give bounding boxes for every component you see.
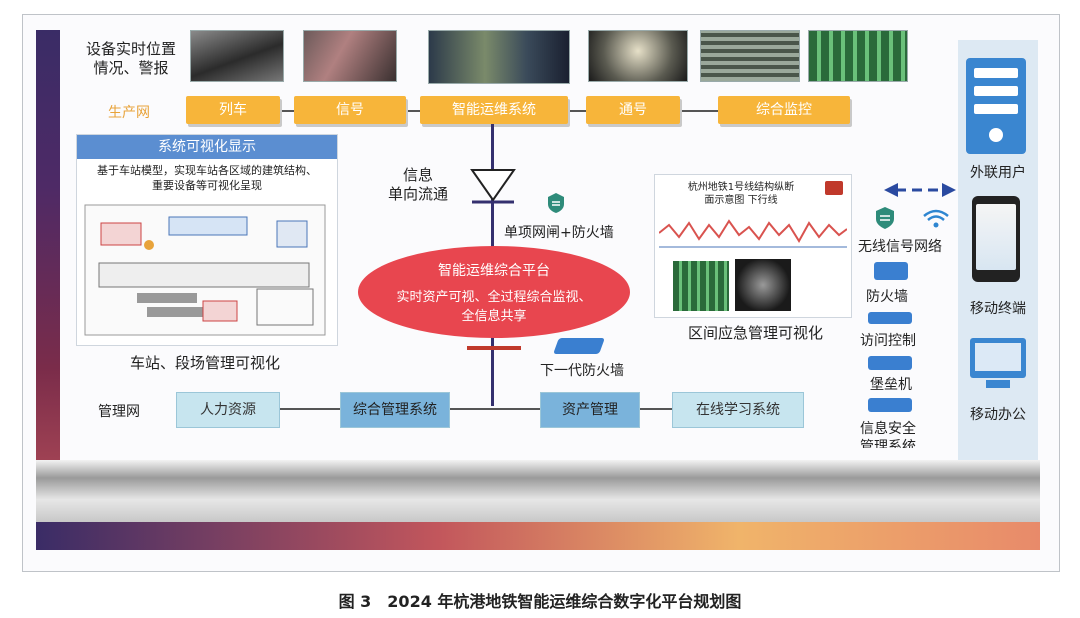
flow-label-line2: 单向流通 — [388, 185, 449, 203]
gateway-label: 单项网闸+防火墙 — [504, 225, 614, 241]
section-header-line1: 杭州地铁1号线结构纵断 — [687, 182, 795, 193]
section-panel-header: 杭州地铁1号线结构纵断 面示意图 下行线 — [655, 175, 851, 207]
wireless-label: 无线信号网络 — [858, 239, 942, 255]
management-net-line — [176, 408, 776, 410]
platform-line2: 全信息共享 — [461, 309, 527, 324]
flow-label-line1: 信息 — [403, 166, 434, 184]
section-thumb-2 — [735, 259, 791, 311]
security-bastion-label: 堡垒机 — [870, 377, 912, 393]
external-user-label: 外联用户 — [970, 165, 1026, 181]
platform-line1: 实时资产可视、全过程综合监视、 — [396, 290, 592, 305]
next-firewall-label: 下一代防火墙 — [540, 363, 624, 379]
section-thumb-1 — [673, 261, 729, 311]
section-header-line2: 面示意图 下行线 — [704, 195, 778, 206]
mobile-phone-icon — [972, 196, 1020, 282]
bottom-band-3 — [36, 522, 1040, 550]
station-visual-caption: 车站、段场管理可视化 — [130, 354, 281, 372]
management-net-label: 管理网 — [98, 404, 140, 420]
node-om-system: 智能运维系统 — [420, 96, 568, 124]
camera-thumb-2 — [303, 30, 397, 82]
firewall-device-icon — [553, 338, 605, 354]
station-floorplan — [84, 204, 326, 336]
bottom-band-2 — [36, 500, 1040, 522]
device-label-line2: 情况、警报 — [93, 59, 169, 77]
node-management-system: 综合管理系统 — [340, 392, 450, 428]
camera-thumb-6 — [808, 30, 908, 82]
section-visual-caption: 区间应急管理可视化 — [688, 324, 824, 342]
firewall-marker — [467, 346, 521, 350]
shield-icon — [876, 207, 894, 229]
platform-title: 智能运维综合平台 — [438, 263, 550, 279]
node-online-learning: 在线学习系统 — [672, 392, 804, 428]
section-profile-chart — [659, 219, 847, 248]
mobile-terminal-label: 移动终端 — [970, 301, 1026, 317]
server-icon — [966, 58, 1026, 154]
security-access-label: 访问控制 — [860, 333, 916, 349]
double-arrow-icon — [884, 183, 956, 197]
device-location-label: 设备实时位置 情况、警报 — [86, 40, 176, 78]
camera-thumb-5 — [700, 30, 800, 82]
monitor-icon — [970, 338, 1026, 378]
security-firewall-label: 防火墙 — [866, 289, 908, 305]
panel-desc-line1: 基于车站模型，实现车站各区域的建筑结构、 — [97, 164, 317, 177]
production-net-label: 生产网 — [108, 105, 150, 121]
infosec-icon — [868, 398, 912, 412]
panel-desc-line2: 重要设备等可视化呈现 — [152, 179, 262, 192]
node-signal: 信号 — [294, 96, 406, 124]
station-visual-panel: 系统可视化显示 基于车站模型，实现车站各区域的建筑结构、 重要设备等可视化呈现 — [76, 134, 338, 346]
section-visual-panel: 杭州地铁1号线结构纵断 面示意图 下行线 — [654, 174, 852, 318]
figure-caption: 图 3 2024 年杭港地铁智能运维综合数字化平台规划图 — [338, 592, 742, 611]
camera-thumb-1 — [190, 30, 284, 82]
monitor-stand-icon — [986, 380, 1010, 388]
node-train: 列车 — [186, 96, 280, 124]
security-infosec-label: 信息安全 — [860, 421, 916, 437]
firewall-icon — [874, 262, 908, 280]
camera-thumb-4 — [588, 30, 688, 82]
device-label-line1: 设备实时位置 — [86, 40, 177, 58]
shield-icon — [548, 193, 564, 213]
access-control-icon — [868, 312, 912, 324]
node-asset-management: 资产管理 — [540, 392, 640, 428]
security-mgmt-label: 管理系统 — [860, 439, 916, 448]
node-comm: 通号 — [586, 96, 680, 124]
wifi-icon — [923, 209, 949, 228]
metro-logo — [825, 181, 843, 195]
bottom-band-1 — [36, 460, 1040, 500]
node-hr: 人力资源 — [176, 392, 280, 428]
bastion-icon — [868, 356, 912, 370]
camera-thumb-3 — [428, 30, 570, 84]
platform-ellipse: 智能运维综合平台 实时资产可视、全过程综合监视、 全信息共享 — [358, 246, 630, 338]
panel-desc: 基于车站模型，实现车站各区域的建筑结构、 重要设备等可视化呈现 — [77, 159, 337, 193]
panel-title: 系统可视化显示 — [77, 135, 337, 159]
flow-label: 信息 单向流通 — [388, 166, 448, 204]
mobile-office-label: 移动办公 — [970, 407, 1026, 423]
diode-icon — [470, 169, 516, 204]
node-monitoring: 综合监控 — [718, 96, 850, 124]
